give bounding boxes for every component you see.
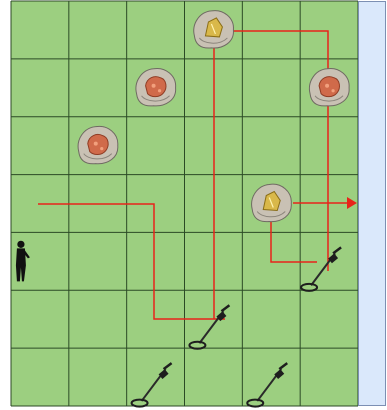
copper-ore-rock-icon[interactable] <box>78 126 118 163</box>
grid-cell[interactable] <box>69 290 127 348</box>
ore-sparkle <box>94 142 98 146</box>
copper-vein <box>319 77 339 97</box>
ore-sparkle <box>152 84 156 88</box>
side-panel <box>358 1 386 406</box>
grid-cell[interactable] <box>69 348 127 406</box>
grid-cell[interactable] <box>300 117 358 175</box>
gold-ore-rock-icon[interactable] <box>194 11 234 48</box>
grid-cell[interactable] <box>69 59 127 117</box>
ore-sparkle <box>325 84 329 88</box>
copper-vein <box>146 77 166 97</box>
grid-cell[interactable] <box>185 348 243 406</box>
ore-sparkle <box>100 147 103 150</box>
grid-cell[interactable] <box>300 290 358 348</box>
grid-cell[interactable] <box>242 1 300 59</box>
grid-cell[interactable] <box>300 348 358 406</box>
grid-cell[interactable] <box>11 348 69 406</box>
grid-cell[interactable] <box>242 117 300 175</box>
copper-vein <box>88 135 108 155</box>
grid-cell[interactable] <box>11 290 69 348</box>
gold-ore-rock-icon[interactable] <box>252 184 292 221</box>
grid-cell[interactable] <box>127 1 185 59</box>
grid-cell[interactable] <box>300 1 358 59</box>
copper-ore-rock-icon[interactable] <box>136 69 176 106</box>
game-grid <box>11 1 358 406</box>
ore-sparkle <box>158 89 161 92</box>
grid-cell[interactable] <box>242 290 300 348</box>
grid-cell[interactable] <box>127 348 185 406</box>
grid-cell[interactable] <box>242 348 300 406</box>
game-board <box>11 1 358 406</box>
grid-cell[interactable] <box>69 1 127 59</box>
ore-sparkle <box>331 89 334 92</box>
grid-cell[interactable] <box>11 59 69 117</box>
copper-ore-rock-icon[interactable] <box>309 69 349 106</box>
grid-cell[interactable] <box>11 117 69 175</box>
grid-cell[interactable] <box>242 59 300 117</box>
grid-cell[interactable] <box>11 1 69 59</box>
grid-cell[interactable] <box>69 232 127 290</box>
grid-cell[interactable] <box>127 232 185 290</box>
grid-cell[interactable] <box>127 117 185 175</box>
player-head <box>17 241 24 248</box>
